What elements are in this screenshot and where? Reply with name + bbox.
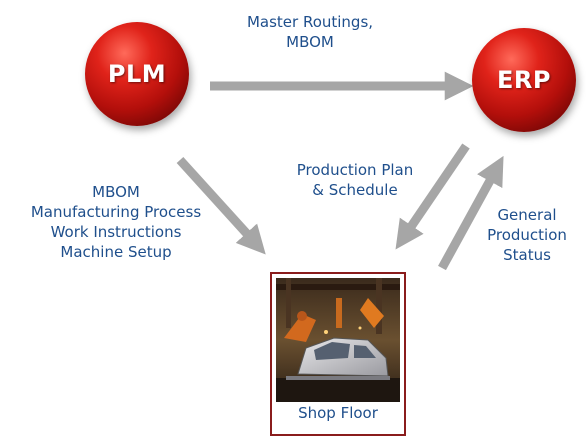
label-line: General [497, 206, 557, 224]
plm-node: PLM [85, 22, 189, 126]
label-line: Master Routings, [246, 13, 374, 31]
label-line: Manufacturing Process [30, 203, 202, 221]
arrow-shop-to-erp [438, 155, 504, 271]
label-line: Production [487, 226, 567, 244]
factory-robot-image [276, 278, 400, 402]
arrow-plm-to-shop [176, 156, 266, 255]
label-line: Work Instructions [50, 223, 182, 241]
plm-to-erp-label: Master Routings, MBOM [225, 12, 395, 52]
arrow-erp-to-shop [395, 143, 470, 250]
erp-node: ERP [472, 28, 576, 132]
shop-floor-card: Shop Floor [270, 272, 406, 436]
shop-floor-label: Shop Floor [298, 404, 378, 422]
label-line: Machine Setup [60, 243, 172, 261]
erp-label: ERP [497, 66, 551, 94]
plm-to-shop-label: MBOM Manufacturing Process Work Instruct… [2, 182, 230, 262]
label-line: & Schedule [312, 181, 398, 199]
shop-to-erp-label: General Production Status [468, 205, 586, 265]
erp-to-shop-label: Production Plan & Schedule [270, 160, 440, 200]
factory-photo [276, 278, 400, 402]
plm-label: PLM [107, 60, 167, 88]
label-line: MBOM [286, 33, 334, 51]
label-line: Status [503, 246, 551, 264]
label-line: Production Plan [296, 161, 414, 179]
label-line: MBOM [92, 183, 140, 201]
